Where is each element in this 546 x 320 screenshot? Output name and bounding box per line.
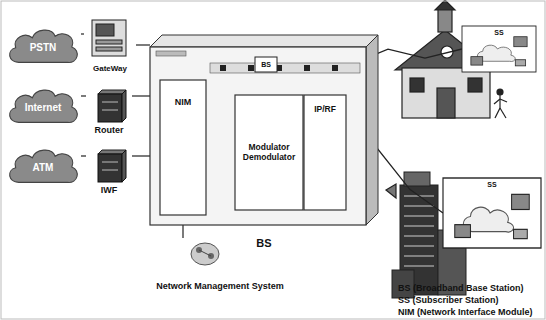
panel-node: NIM	[160, 80, 206, 215]
cloud-node: PSTN	[5, 24, 81, 70]
inset-node: SS	[443, 178, 541, 248]
panel-node: IP/RF	[304, 95, 346, 210]
cloud-node: ATM	[5, 144, 81, 190]
node-label: PSTN	[28, 42, 59, 53]
node-label: SS	[492, 29, 505, 37]
node-label: SS	[485, 181, 498, 189]
node-label: Network Management System	[154, 282, 286, 292]
panel-node: Modulator Demodulator	[235, 95, 303, 210]
inset-node: SS	[462, 26, 536, 72]
node-label: IP/RF	[312, 105, 338, 114]
network-link	[81, 33, 84, 34]
gateway-node: GateWay	[84, 16, 136, 74]
inset-shape	[443, 178, 541, 248]
node-label: Internet	[23, 102, 64, 113]
node-label: GateWay	[91, 65, 129, 74]
nms-node: Network Management System	[143, 238, 297, 292]
network-link	[81, 95, 86, 96]
iwf-node: IWF	[86, 146, 132, 196]
node-label: IWF	[99, 186, 120, 196]
router-node: Router	[86, 86, 132, 136]
legend-note: NIM (Network Interface Module)	[398, 307, 533, 317]
small-node: BS	[255, 57, 277, 72]
node-label: ATM	[31, 162, 56, 173]
node-label: BS	[259, 61, 273, 69]
node-label: Router	[93, 126, 126, 136]
cloud-node: Internet	[5, 84, 81, 130]
network-link	[81, 155, 86, 156]
network-link	[136, 44, 150, 45]
legend-note: BS (Broadband Base Station)	[398, 283, 524, 293]
legend-note: SS (Subscriber Station)	[398, 295, 499, 305]
node-label: Modulator Demodulator	[235, 143, 303, 162]
node-label: BS	[254, 237, 273, 249]
node-label: NIM	[173, 98, 194, 108]
